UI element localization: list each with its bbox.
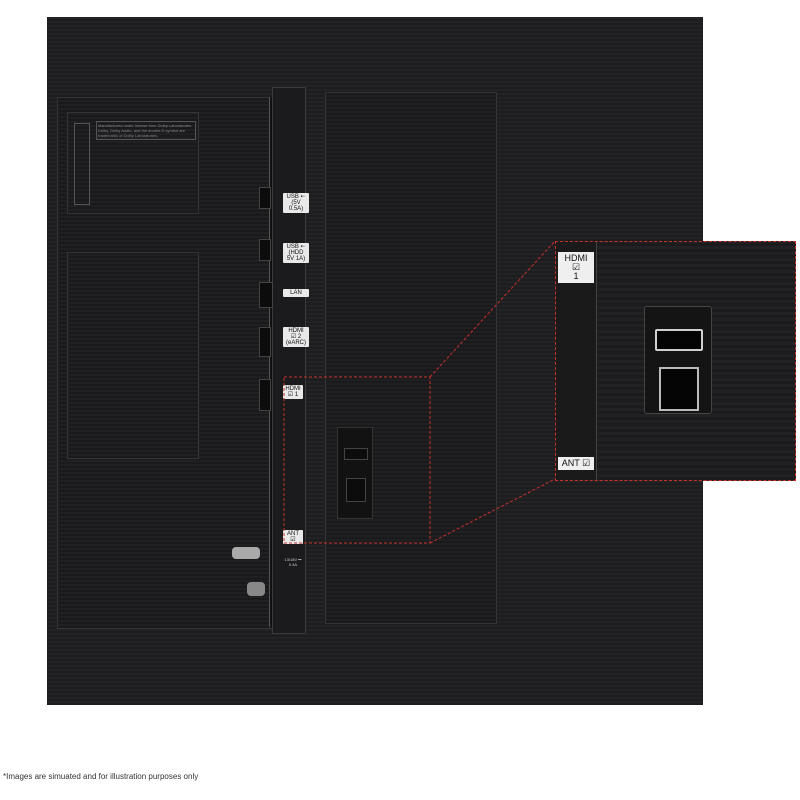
antenna-connector	[232, 547, 260, 559]
zoom-inset: HDMI ☑ 1 ANT ☑	[555, 241, 796, 481]
back-plate	[67, 252, 199, 459]
usb1-label: USB ⇠ (5V 0.5A)	[283, 193, 309, 213]
inset-hdmi-port	[655, 329, 703, 351]
hdmi1-label: HDMI ☑ 1	[283, 385, 303, 399]
hdmi2-port	[259, 327, 271, 357]
lan-port	[259, 282, 273, 308]
dolby-notice: Manufactured under license from Dolby La…	[96, 121, 196, 140]
optical-port	[346, 478, 366, 502]
hdmi-logo	[74, 123, 90, 205]
usb-port-2	[259, 239, 271, 261]
ant-label: ANT ☑	[283, 530, 303, 544]
inset-hdmi-label: HDMI ☑ 1	[558, 252, 594, 283]
inset-port-block	[644, 306, 712, 414]
inset-hdmi-number: 1	[573, 271, 579, 281]
antenna-connector-2	[247, 582, 265, 596]
ant-power-label: 13/18V ⎓ 0.4A	[284, 557, 302, 567]
callout-box	[283, 376, 431, 544]
inset-hdmi-text: HDMI ☑	[564, 253, 588, 272]
callout-line-top	[429, 240, 556, 378]
inset-ant-label: ANT ☑	[558, 457, 594, 470]
dolby-sticker: Manufactured under license from Dolby La…	[67, 112, 199, 214]
hdmi1-optical-block	[337, 427, 373, 519]
lan-label: LAN	[283, 289, 309, 297]
usb-port-1	[259, 187, 271, 209]
hdmi1-port	[259, 379, 271, 411]
callout-line-bottom	[429, 478, 556, 544]
inset-optical-port	[659, 367, 699, 411]
usb2-label: USB ⇠ (HDD 5V 1A)	[283, 243, 309, 263]
hdmi-port	[344, 448, 368, 460]
side-panel	[325, 92, 497, 624]
disclaimer-text: *Images are simuated and for illustratio…	[3, 772, 199, 781]
hdmi2-label: HDMI ☑ 2 (eARC)	[283, 327, 309, 347]
